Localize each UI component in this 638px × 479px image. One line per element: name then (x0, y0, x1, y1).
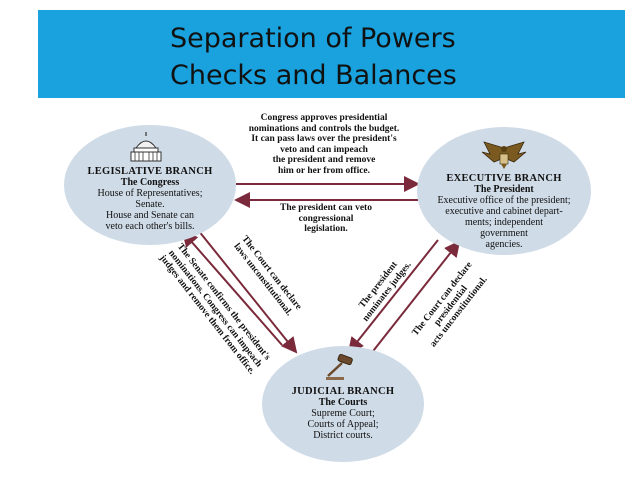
check-president-to-congress: The president can veto congressional leg… (238, 203, 414, 235)
check-line: Congress approves presidential (260, 113, 388, 123)
legislative-branch-text: LEGISLATIVE BRANCH The Congress House of… (66, 166, 234, 232)
check-line: the president and remove (272, 155, 376, 165)
judicial-subtitle: The Courts (318, 397, 368, 408)
title-banner: Separation of Powers Checks and Balances (38, 10, 625, 98)
page-subtitle: Checks and Balances (170, 60, 457, 91)
executive-line: agencies. (485, 239, 523, 250)
check-line: nominations and controls the budget. (248, 123, 400, 134)
arrow-president-to-courts (347, 239, 439, 354)
arrow-court-to-congress (181, 230, 283, 346)
capitol-icon (130, 132, 162, 162)
check-congress-to-president: Congress approves presidential nominatio… (218, 113, 430, 176)
executive-line: executive and cabinet depart- (445, 206, 563, 217)
arrow-senate-to-courts (197, 229, 298, 354)
executive-branch-text: EXECUTIVE BRANCH The President Executive… (417, 173, 591, 250)
executive-line: Executive office of the president; (437, 195, 571, 206)
judicial-line: Courts of Appeal; (307, 419, 379, 430)
eagle-seal-icon (481, 141, 527, 169)
judicial-line: District courts. (313, 430, 373, 441)
judicial-branch-text: JUDICIAL BRANCH The Courts Supreme Court… (262, 386, 424, 441)
executive-title: EXECUTIVE BRANCH (446, 173, 562, 184)
judicial-title: JUDICIAL BRANCH (291, 386, 395, 397)
check-line: It can pass laws over the president's (251, 134, 397, 144)
gavel-icon (326, 354, 353, 380)
judicial-branch-ellipse (262, 346, 424, 462)
check-line: legislation. (304, 224, 348, 234)
executive-line: government (480, 228, 528, 239)
legislative-line: veto each other's bills. (105, 221, 195, 232)
page-title: Separation of Powers (170, 23, 456, 54)
legislative-line: House and Senate can (105, 210, 195, 221)
judicial-line: Supreme Court; (311, 408, 375, 419)
executive-line: ments; independent (464, 217, 544, 228)
check-line: veto and can impeach (280, 144, 368, 155)
arrow-court-to-president (369, 240, 461, 356)
legislative-line: Senate. (135, 199, 165, 210)
check-line: The president can veto (280, 203, 372, 213)
legislative-title: LEGISLATIVE BRANCH (87, 166, 213, 177)
check-line: him or her from office. (277, 165, 371, 176)
check-line: congressional (298, 213, 354, 224)
executive-subtitle: The President (474, 184, 534, 195)
legislative-subtitle: The Congress (120, 177, 180, 188)
legislative-line: House of Representatives; (97, 188, 203, 199)
